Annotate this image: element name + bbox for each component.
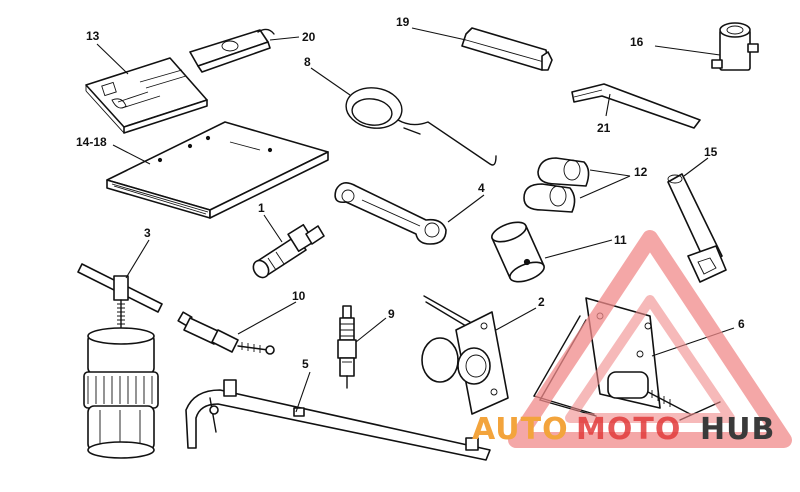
bleed-adaptor-fitting <box>252 223 325 279</box>
leader-21 <box>605 93 611 117</box>
leader-1 <box>263 214 283 243</box>
leader-14-18 <box>112 144 151 165</box>
cylinder-sleeve <box>491 221 545 283</box>
leader-8 <box>310 67 351 96</box>
leader-12b <box>579 175 631 199</box>
leader-3 <box>125 239 150 279</box>
leader-2 <box>495 307 537 331</box>
flywheel-puller <box>77 263 163 459</box>
label-3: 3 <box>144 226 151 240</box>
label-20: 20 <box>302 30 316 44</box>
double-ring-spanner <box>334 182 447 245</box>
valve-spark-tool <box>337 305 357 389</box>
label-19: 19 <box>396 15 410 29</box>
allen-key <box>571 83 701 129</box>
leader-16 <box>654 45 721 56</box>
leader-11 <box>544 239 613 259</box>
label-5: 5 <box>302 357 309 371</box>
leader-6 <box>651 327 735 357</box>
leader-10 <box>237 301 297 335</box>
leader-5 <box>295 371 311 413</box>
frame-clamp-tool <box>532 297 721 421</box>
label-10: 10 <box>292 289 306 303</box>
leader-15 <box>683 157 709 177</box>
clamp-half-shells <box>523 157 590 213</box>
tappet-adjuster-tool <box>177 311 275 355</box>
label-1: 1 <box>258 201 265 215</box>
label-14-18: 14-18 <box>76 135 107 149</box>
label-8: 8 <box>304 55 311 69</box>
mounting-plate-tool <box>421 295 509 415</box>
label-6: 6 <box>738 317 745 331</box>
long-lever-tool <box>185 379 491 461</box>
workshop-binder <box>106 121 329 219</box>
label-11: 11 <box>614 233 627 247</box>
label-2: 2 <box>538 295 545 309</box>
leader-13 <box>96 43 129 75</box>
tube-socket-tool <box>711 22 759 71</box>
leader-12a <box>589 169 631 177</box>
leader-4 <box>447 194 485 223</box>
leader-20 <box>269 36 300 41</box>
label-15: 15 <box>704 145 718 159</box>
label-16: 16 <box>630 35 644 49</box>
owner-manual-booklet <box>85 57 208 134</box>
box-spanner <box>667 173 727 283</box>
key-pouch <box>189 28 275 73</box>
hex-bar-tool <box>461 27 553 71</box>
leader-19 <box>411 27 467 41</box>
leader-9 <box>355 317 387 343</box>
wire-loop-tool <box>345 87 497 166</box>
label-12: 12 <box>634 165 648 179</box>
label-9: 9 <box>388 307 395 321</box>
label-4: 4 <box>478 181 485 195</box>
label-21: 21 <box>597 121 611 135</box>
label-13: 13 <box>86 29 100 43</box>
